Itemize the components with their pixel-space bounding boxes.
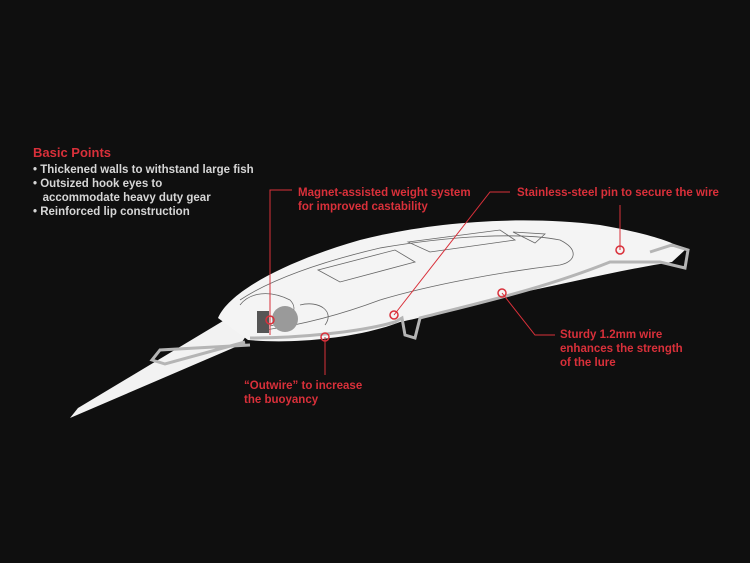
callout-markers bbox=[265, 245, 625, 342]
callout-pin: Stainless-steel pin to secure the wire bbox=[517, 187, 719, 199]
wire bbox=[149, 243, 690, 366]
basic-point-item: • Outsized hook eyes to accommodate heav… bbox=[33, 178, 211, 204]
lure-body bbox=[218, 220, 685, 342]
basic-points-title: Basic Points bbox=[33, 145, 112, 160]
basic-point-item: • Thickened walls to withstand large fis… bbox=[33, 164, 254, 176]
basic-points: Basic Points • Thickened walls to withst… bbox=[33, 145, 254, 219]
basic-point-item: • Reinforced lip construction bbox=[33, 206, 190, 218]
callout-magnet: Magnet-assisted weight system for improv… bbox=[298, 187, 471, 213]
lure-lip bbox=[70, 318, 250, 418]
weight-ball-icon bbox=[272, 306, 298, 332]
magnet-icon bbox=[257, 311, 269, 333]
callout-wire: Sturdy 1.2mm wire enhances the strength … bbox=[560, 329, 683, 369]
callout-outwire: “Outwire” to increase the buoyancy bbox=[244, 380, 363, 406]
callout-lines bbox=[269, 189, 621, 375]
